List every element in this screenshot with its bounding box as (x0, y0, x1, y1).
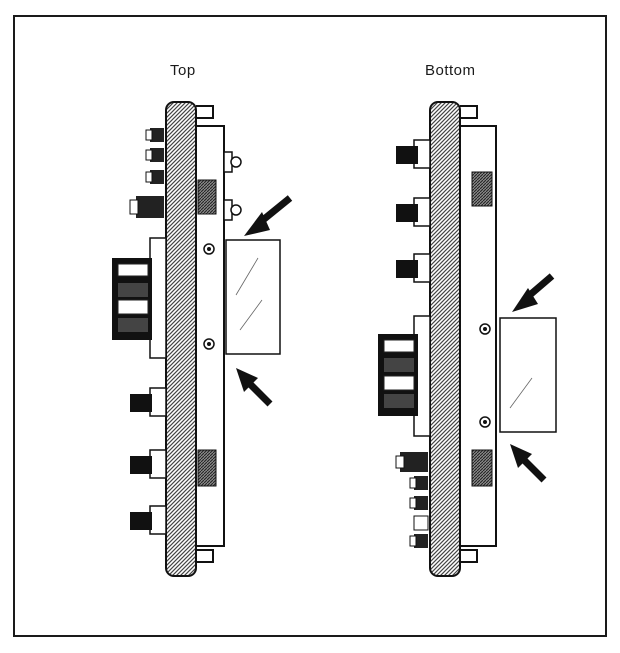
top-arrow-upper (244, 195, 293, 236)
bottom-arrow-upper (512, 273, 555, 312)
bottom-heatsink-upper (471, 171, 493, 207)
bottom-front-panel (429, 101, 461, 577)
top-front-panel (165, 101, 197, 577)
top-knob-upper (223, 151, 242, 173)
top-knob-lower (223, 199, 242, 221)
top-connector-block (112, 237, 167, 359)
top-heatsink-upper (197, 179, 217, 215)
top-arrow-lower (236, 368, 273, 407)
bottom-heatsink-lower (471, 449, 493, 487)
bottom-view-board (378, 101, 557, 577)
label-bottom: Bottom (425, 62, 476, 79)
bottom-lower-connectors (395, 452, 429, 548)
top-left-jacks (130, 387, 167, 535)
outer-border (13, 15, 607, 637)
top-view-board (112, 101, 293, 577)
label-top: Top (170, 62, 196, 79)
top-heatsink-lower (197, 449, 217, 487)
bottom-arrow-lower (510, 444, 547, 483)
bottom-connector-block (378, 315, 431, 437)
top-module-card (225, 239, 281, 355)
bottom-module-card (499, 317, 557, 433)
bottom-left-jacks (396, 139, 431, 283)
top-left-connectors (129, 128, 164, 218)
